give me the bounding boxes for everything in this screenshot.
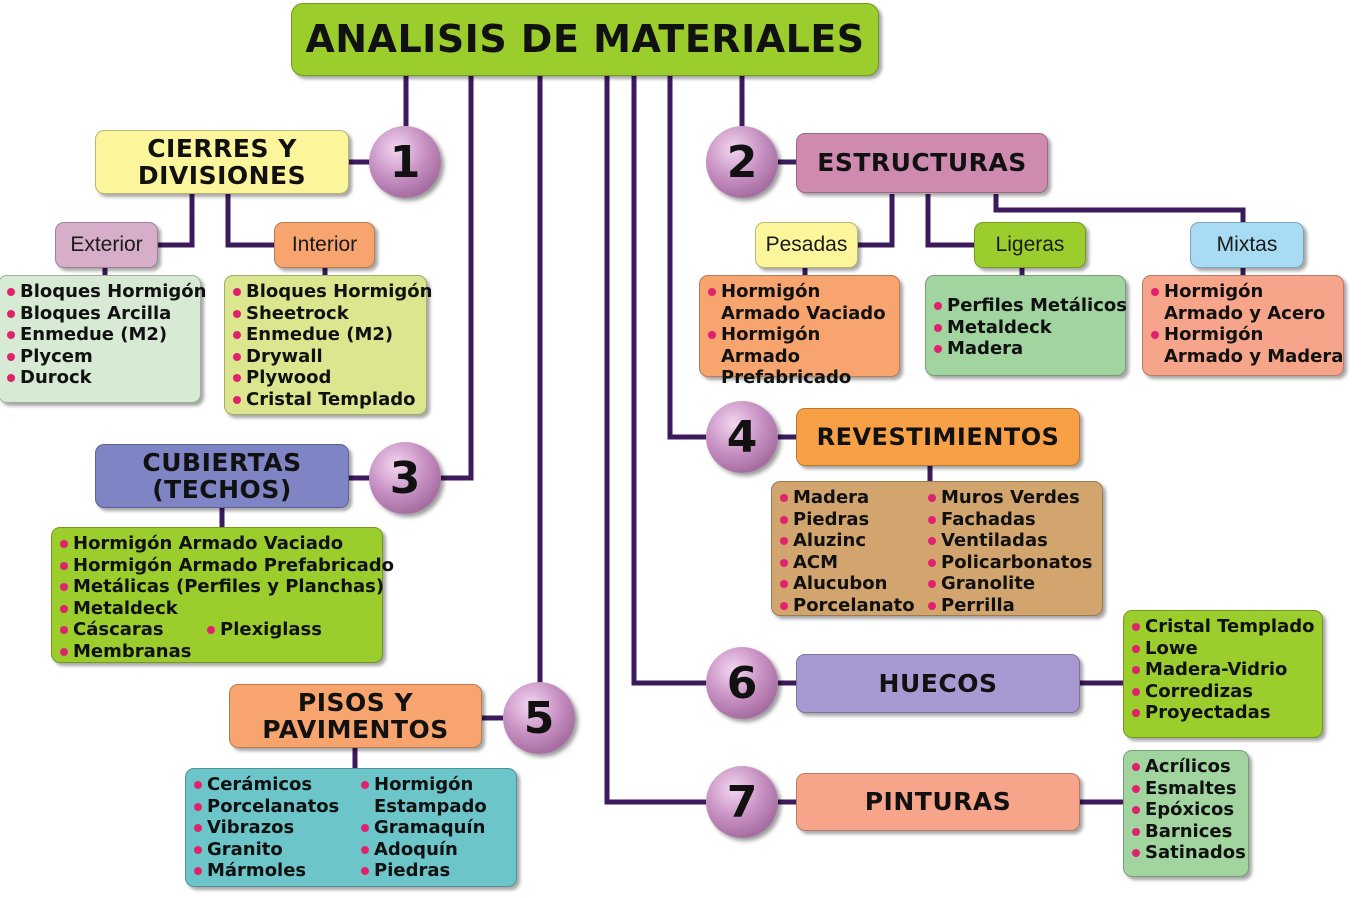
list-ligeras: Perfiles Metálicos Metaldeck Madera [925,275,1127,376]
list-item: Cerámicos [192,774,339,796]
list-item: Porcelanato [778,595,915,617]
list-item: Porcelanatos [192,796,339,818]
section-title-line: CUBIERTAS [142,447,302,477]
list-item: Hormigón [359,774,487,796]
list-item: Acrílicos [1130,756,1242,778]
list-item: Policarbonatos [926,552,1093,574]
list-item: Bloques Hormigón [5,281,206,303]
main-title: ANALISIS DE MATERIALES [291,3,879,76]
list-item: Perfiles Metálicos [932,295,1127,317]
list-item: Hormigón Armado y Madera [1149,324,1344,367]
section-number-5: 5 [503,682,575,754]
list-item: Membranas [58,641,376,663]
list-item: Hormigón Armado Prefabricado [706,324,896,389]
section-number-6: 6 [706,647,778,719]
list-item: Adoquín [359,839,487,861]
category-exterior: Exterior [55,222,158,268]
list-pesadas: Hormigón Armado Vaciado Hormigón Armado … [699,275,900,388]
list-item: Gramaquín [359,817,487,839]
section-title-line: PISOS Y [297,687,414,717]
list-item: Plycem [5,346,194,368]
section-title-cierres: CIERRES Y DIVISIONES [95,130,349,194]
section-title-estructuras: ESTRUCTURAS [796,133,1048,193]
list-item: Satinados [1130,842,1246,864]
section-title-line: PAVIMENTOS [262,715,449,744]
list-item: Sheetrock [231,303,420,325]
list-item: Hormigón Armado Vaciado [58,533,376,555]
list-item: Perrilla [926,595,1093,617]
category-mixtas: Mixtas [1190,222,1304,268]
section-title-huecos: HUECOS [796,654,1080,713]
list-item: Cáscaras [58,619,376,641]
list-item: Bloques Arcilla [5,303,194,325]
list-item: Barnices [1130,821,1242,843]
list-item: Hormigón Armado Prefabricado [58,555,394,577]
list-pisos: Cerámicos Porcelanatos Vibrazos Granito … [185,768,517,887]
list-item: Lowe [1130,638,1316,660]
list-item: Epóxicos [1130,799,1242,821]
list-item: Corredizas [1130,681,1316,703]
section-title-line: (TECHOS) [152,475,292,504]
list-item: Proyectadas [1130,702,1316,724]
list-item: Fachadas [926,509,1093,531]
list-item: Madera [778,487,915,509]
list-item: Plexiglass [205,619,322,641]
list-item: Mármoles [192,860,339,882]
list-item: Alucubon [778,573,915,595]
list-item: Granolite [926,573,1093,595]
section-title-revestimientos: REVESTIMIENTOS [796,408,1080,466]
section-title-pisos: PISOS Y PAVIMENTOS [229,684,482,748]
list-mixtas: Hormigón Armado y Acero Hormigón Armado … [1142,275,1344,376]
list-item: Muros Verdes [926,487,1093,509]
list-item: Cristal Templado [1130,616,1316,638]
list-item: Enmedue (M2) [231,324,420,346]
list-item: Metálicas (Perfiles y Planchas) [58,576,384,598]
list-item-continuation: Estampado [374,795,487,817]
list-item: Madera [932,338,1119,360]
list-exterior: Bloques Hormigón Bloques Arcilla Enmedue… [0,275,206,403]
list-item: Ventiladas [926,530,1093,552]
list-item: Durock [5,367,194,389]
section-title-line: DIVISIONES [137,161,307,190]
list-item: Cristal Templado [231,389,420,411]
list-interior: Bloques Hormigón Sheetrock Enmedue (M2) … [224,275,432,415]
list-item: Esmaltes [1130,778,1242,800]
section-number-2: 2 [706,126,778,198]
section-title-pinturas: PINTURAS [796,773,1080,831]
section-title-line: CIERRES Y [147,133,297,163]
list-cubiertas: Hormigón Armado Vaciado Hormigón Armado … [51,527,394,663]
section-title-cubiertas: CUBIERTAS (TECHOS) [95,444,349,508]
section-number-1: 1 [369,126,441,198]
list-item: Hormigón Armado Vaciado [706,281,896,324]
list-item: ACM [778,552,915,574]
list-item: Piedras [778,509,915,531]
category-ligeras: Ligeras [974,222,1086,268]
list-item: Piedras [359,860,487,882]
list-item: Bloques Hormigón [231,281,432,303]
category-interior: Interior [274,222,375,268]
list-item: Vibrazos [192,817,339,839]
list-item: Enmedue (M2) [5,324,194,346]
list-item: Granito [192,839,339,861]
category-pesadas: Pesadas [755,222,858,268]
list-pinturas: Acrílicos Esmaltes Epóxicos Barnices Sat… [1123,750,1249,877]
list-huecos: Cristal Templado Lowe Madera-Vidrio Corr… [1123,610,1323,738]
list-item: Drywall [231,346,420,368]
list-item: Metaldeck [932,317,1119,339]
section-number-3: 3 [369,442,441,514]
list-item: Aluzinc [778,530,915,552]
list-item: Plywood [231,367,420,389]
list-item: Madera-Vidrio [1130,659,1316,681]
section-number-7: 7 [706,766,778,838]
section-number-4: 4 [706,401,778,473]
list-item: Hormigón Armado y Acero [1149,281,1344,324]
list-item: Metaldeck [58,598,376,620]
list-revestimientos: Madera Piedras Aluzinc ACM Alucubon Porc… [771,481,1103,616]
